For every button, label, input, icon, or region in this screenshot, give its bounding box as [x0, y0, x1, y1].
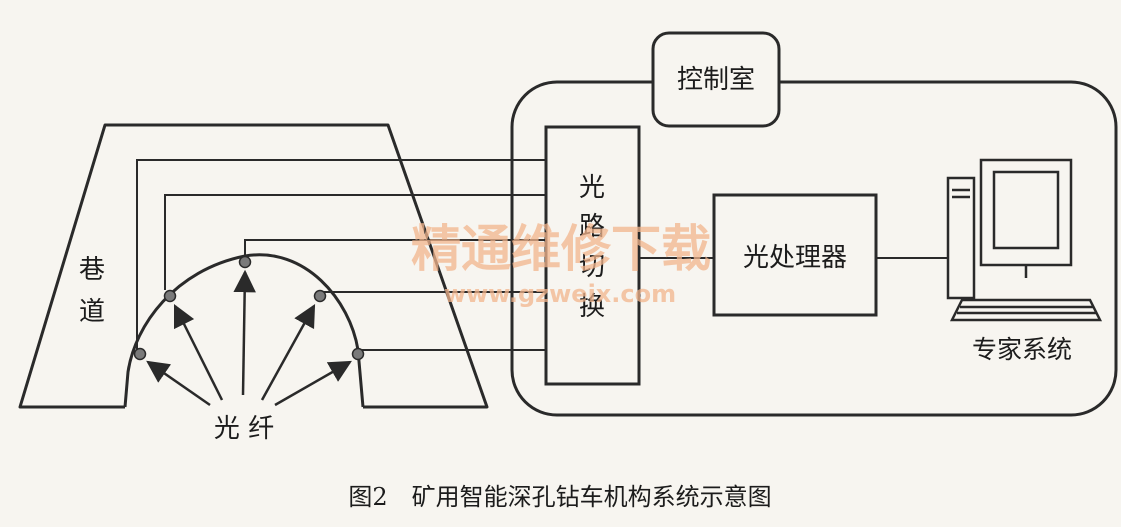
tunnel-label-2: 道 — [79, 297, 105, 327]
computer-icon — [946, 158, 1103, 322]
fiber-arrows — [146, 269, 352, 407]
optical-switch-label-2: 路 — [579, 212, 605, 242]
control-room-box — [651, 31, 781, 128]
fiber-lines — [136, 159, 545, 351]
optical-processor-box — [712, 193, 878, 317]
tunnel-label-1: 巷 — [79, 255, 105, 285]
figure-caption: 图2 矿用智能深孔钻车机构系统示意图 — [348, 483, 771, 511]
optical-switch-label-3: 切 — [579, 252, 605, 282]
watermark-title: 精通维修下载 — [411, 220, 711, 278]
optical-switch-label-1: 光 — [579, 173, 605, 203]
optical-switch-label-4: 换 — [579, 292, 605, 322]
expert-system-label: 专家系统 — [972, 335, 1072, 364]
optical-processor-label: 光处理器 — [743, 243, 847, 273]
watermark-url: www.gzweix.com — [444, 280, 676, 308]
fiber-label: 光 纤 — [214, 414, 274, 444]
system-enclosure — [510, 80, 1118, 417]
optical-switch-box — [544, 125, 641, 386]
tunnel-outline — [18, 123, 489, 409]
control-room-label: 控制室 — [677, 65, 755, 95]
sensor-nodes — [133, 255, 365, 361]
